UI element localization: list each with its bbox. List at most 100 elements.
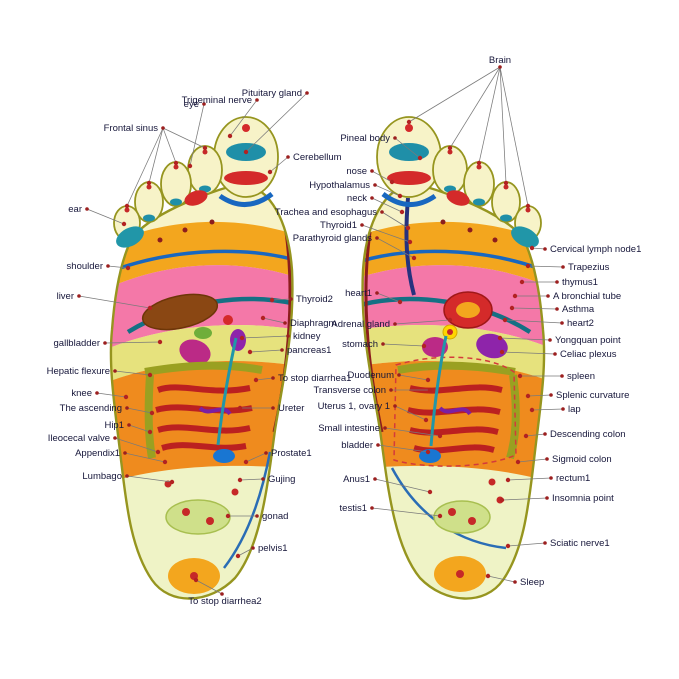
- svg-text:heart1: heart1: [345, 288, 372, 299]
- svg-text:Cerebellum: Cerebellum: [293, 152, 342, 163]
- left-adrenal-point: [223, 315, 233, 325]
- right-ear-zone: [511, 226, 539, 248]
- left-ureter-line: [216, 337, 238, 446]
- svg-text:Gujing: Gujing: [268, 474, 295, 485]
- svg-text:pancreas1: pancreas1: [287, 345, 331, 356]
- svg-text:Parathyroid glands: Parathyroid glands: [293, 233, 372, 244]
- label-stomach: stomach: [342, 339, 427, 350]
- label-thyroid2: Thyroid2: [269, 294, 333, 305]
- right-descending-colon: [506, 374, 520, 460]
- svg-text:Prostate1: Prostate1: [271, 448, 312, 459]
- left-ascending-colon: [144, 374, 156, 459]
- label-cervical-lymph-node1: Cervical lymph node1: [529, 244, 641, 255]
- svg-text:gonad: gonad: [262, 511, 288, 522]
- svg-text:rectum1: rectum1: [556, 473, 590, 484]
- svg-text:spleen: spleen: [567, 371, 595, 382]
- right-pineal-point: [405, 124, 413, 132]
- svg-text:liver: liver: [57, 291, 74, 302]
- label-duodenum: Duodenum: [348, 370, 431, 383]
- svg-text:heart2: heart2: [567, 318, 594, 329]
- label-ear: ear: [68, 204, 127, 227]
- label-gonad: gonad: [225, 511, 288, 522]
- svg-text:Appendix1: Appendix1: [75, 448, 120, 459]
- svg-text:Hepatic flexure: Hepatic flexure: [47, 366, 110, 377]
- right-waist-zone: [362, 324, 545, 385]
- right-neck-band: [381, 191, 437, 207]
- left-gallbladder-zone: [194, 327, 212, 339]
- svg-text:Insomnia point: Insomnia point: [552, 493, 614, 504]
- svg-text:knee: knee: [71, 388, 92, 399]
- label-hepatic-flexure: Hepatic flexure: [47, 366, 153, 378]
- right-testis-zone: [433, 500, 491, 534]
- right-foot: [361, 116, 546, 600]
- svg-text:Transverse colon: Transverse colon: [313, 385, 386, 396]
- svg-text:Diaphragm: Diaphragm: [290, 318, 337, 329]
- label-cerebellum: Cerebellum: [267, 152, 342, 175]
- svg-text:Trapezius: Trapezius: [568, 262, 610, 273]
- label-neck: neck: [347, 193, 405, 215]
- label-liver: liver: [57, 291, 153, 311]
- svg-text:Small intestine: Small intestine: [318, 423, 380, 434]
- svg-text:stomach: stomach: [342, 339, 378, 350]
- svg-text:Uterus 1, ovary 1: Uterus 1, ovary 1: [318, 401, 390, 412]
- label-transverse-colon: Transverse colon: [313, 385, 433, 396]
- left-ear-zone: [116, 226, 144, 248]
- label-celiac-plexus: Celiac plexus: [499, 349, 617, 360]
- label-anus1: Anus1: [343, 474, 433, 495]
- label-to-stop-diarrhea1: To stop diarrhea1: [253, 373, 351, 384]
- label-trigeminal-nerve: Trigeminal nerve: [182, 95, 259, 139]
- right-ureter-line: [429, 335, 448, 447]
- label-parathyroid-glands: Parathyroid glands: [293, 233, 417, 261]
- label-spleen: spleen: [517, 371, 595, 382]
- svg-text:neck: neck: [347, 193, 367, 204]
- svg-text:Brain: Brain: [489, 55, 511, 66]
- label-yongquan-point: Yongquan point: [497, 335, 621, 346]
- label-appendix1: Appendix1: [75, 448, 168, 465]
- svg-text:Lumbago: Lumbago: [82, 471, 122, 482]
- label-hip1: Hip1: [104, 420, 153, 435]
- left-shoulder-band: [110, 221, 293, 292]
- label-uterus-1-ovary-1: Uterus 1, ovary 1: [318, 401, 429, 423]
- left-kidney-zone: [230, 329, 246, 351]
- svg-text:Descending colon: Descending colon: [550, 429, 626, 440]
- label-a-bronchial-tube: A bronchial tube: [512, 291, 621, 302]
- label-pancreas1: pancreas1: [247, 345, 331, 356]
- right-bladder-zone: [419, 449, 441, 463]
- svg-text:Hypothalamus: Hypothalamus: [309, 180, 370, 191]
- label-gallbladder: gallbladder: [54, 338, 163, 349]
- label-sleep: Sleep: [485, 573, 544, 588]
- label-diaphragm: Diaphragm: [260, 315, 337, 329]
- label-frontal-sinus: Frontal sinus: [104, 123, 208, 209]
- svg-text:shoulder: shoulder: [67, 261, 103, 272]
- svg-text:testis1: testis1: [340, 503, 367, 514]
- label-insomnia-point: Insomnia point: [499, 493, 614, 504]
- left-pituitary-point: [242, 124, 250, 132]
- label-pituitary-gland: Pituitary gland: [242, 88, 309, 155]
- right-transverse-colon: [397, 361, 516, 376]
- label-trapezius: Trapezius: [525, 262, 610, 273]
- left-gonad-zone: [165, 499, 231, 535]
- label-heart1: heart1: [345, 288, 403, 305]
- svg-text:Thyroid2: Thyroid2: [296, 294, 333, 305]
- svg-text:Pineal body: Pineal body: [340, 133, 390, 144]
- label-hypothalamus: Hypothalamus: [309, 180, 403, 199]
- svg-text:A bronchial tube: A bronchial tube: [553, 291, 621, 302]
- svg-text:Thyroid1: Thyroid1: [320, 220, 357, 231]
- svg-text:kidney: kidney: [293, 331, 321, 342]
- label-prostate1: Prostate1: [243, 448, 312, 465]
- label-rectum1: rectum1: [505, 473, 590, 484]
- label-sigmoid-colon: Sigmoid colon: [515, 454, 612, 465]
- svg-text:bladder: bladder: [341, 440, 373, 451]
- left-liver-zone: [141, 293, 219, 331]
- label-brain: Brain: [406, 55, 531, 209]
- label-splenic-curvature: Splenic curvature: [525, 390, 629, 401]
- label-knee: knee: [71, 388, 129, 400]
- label-asthma: Asthma: [509, 304, 595, 315]
- label-ileocecal-valve: Ileocecal valve: [48, 433, 161, 455]
- left-bladder-zone: [213, 449, 235, 463]
- label-shoulder: shoulder: [67, 261, 131, 272]
- label-thymus1: thymus1: [519, 277, 598, 288]
- svg-text:thymus1: thymus1: [562, 277, 598, 288]
- svg-text:Hip1: Hip1: [104, 420, 124, 431]
